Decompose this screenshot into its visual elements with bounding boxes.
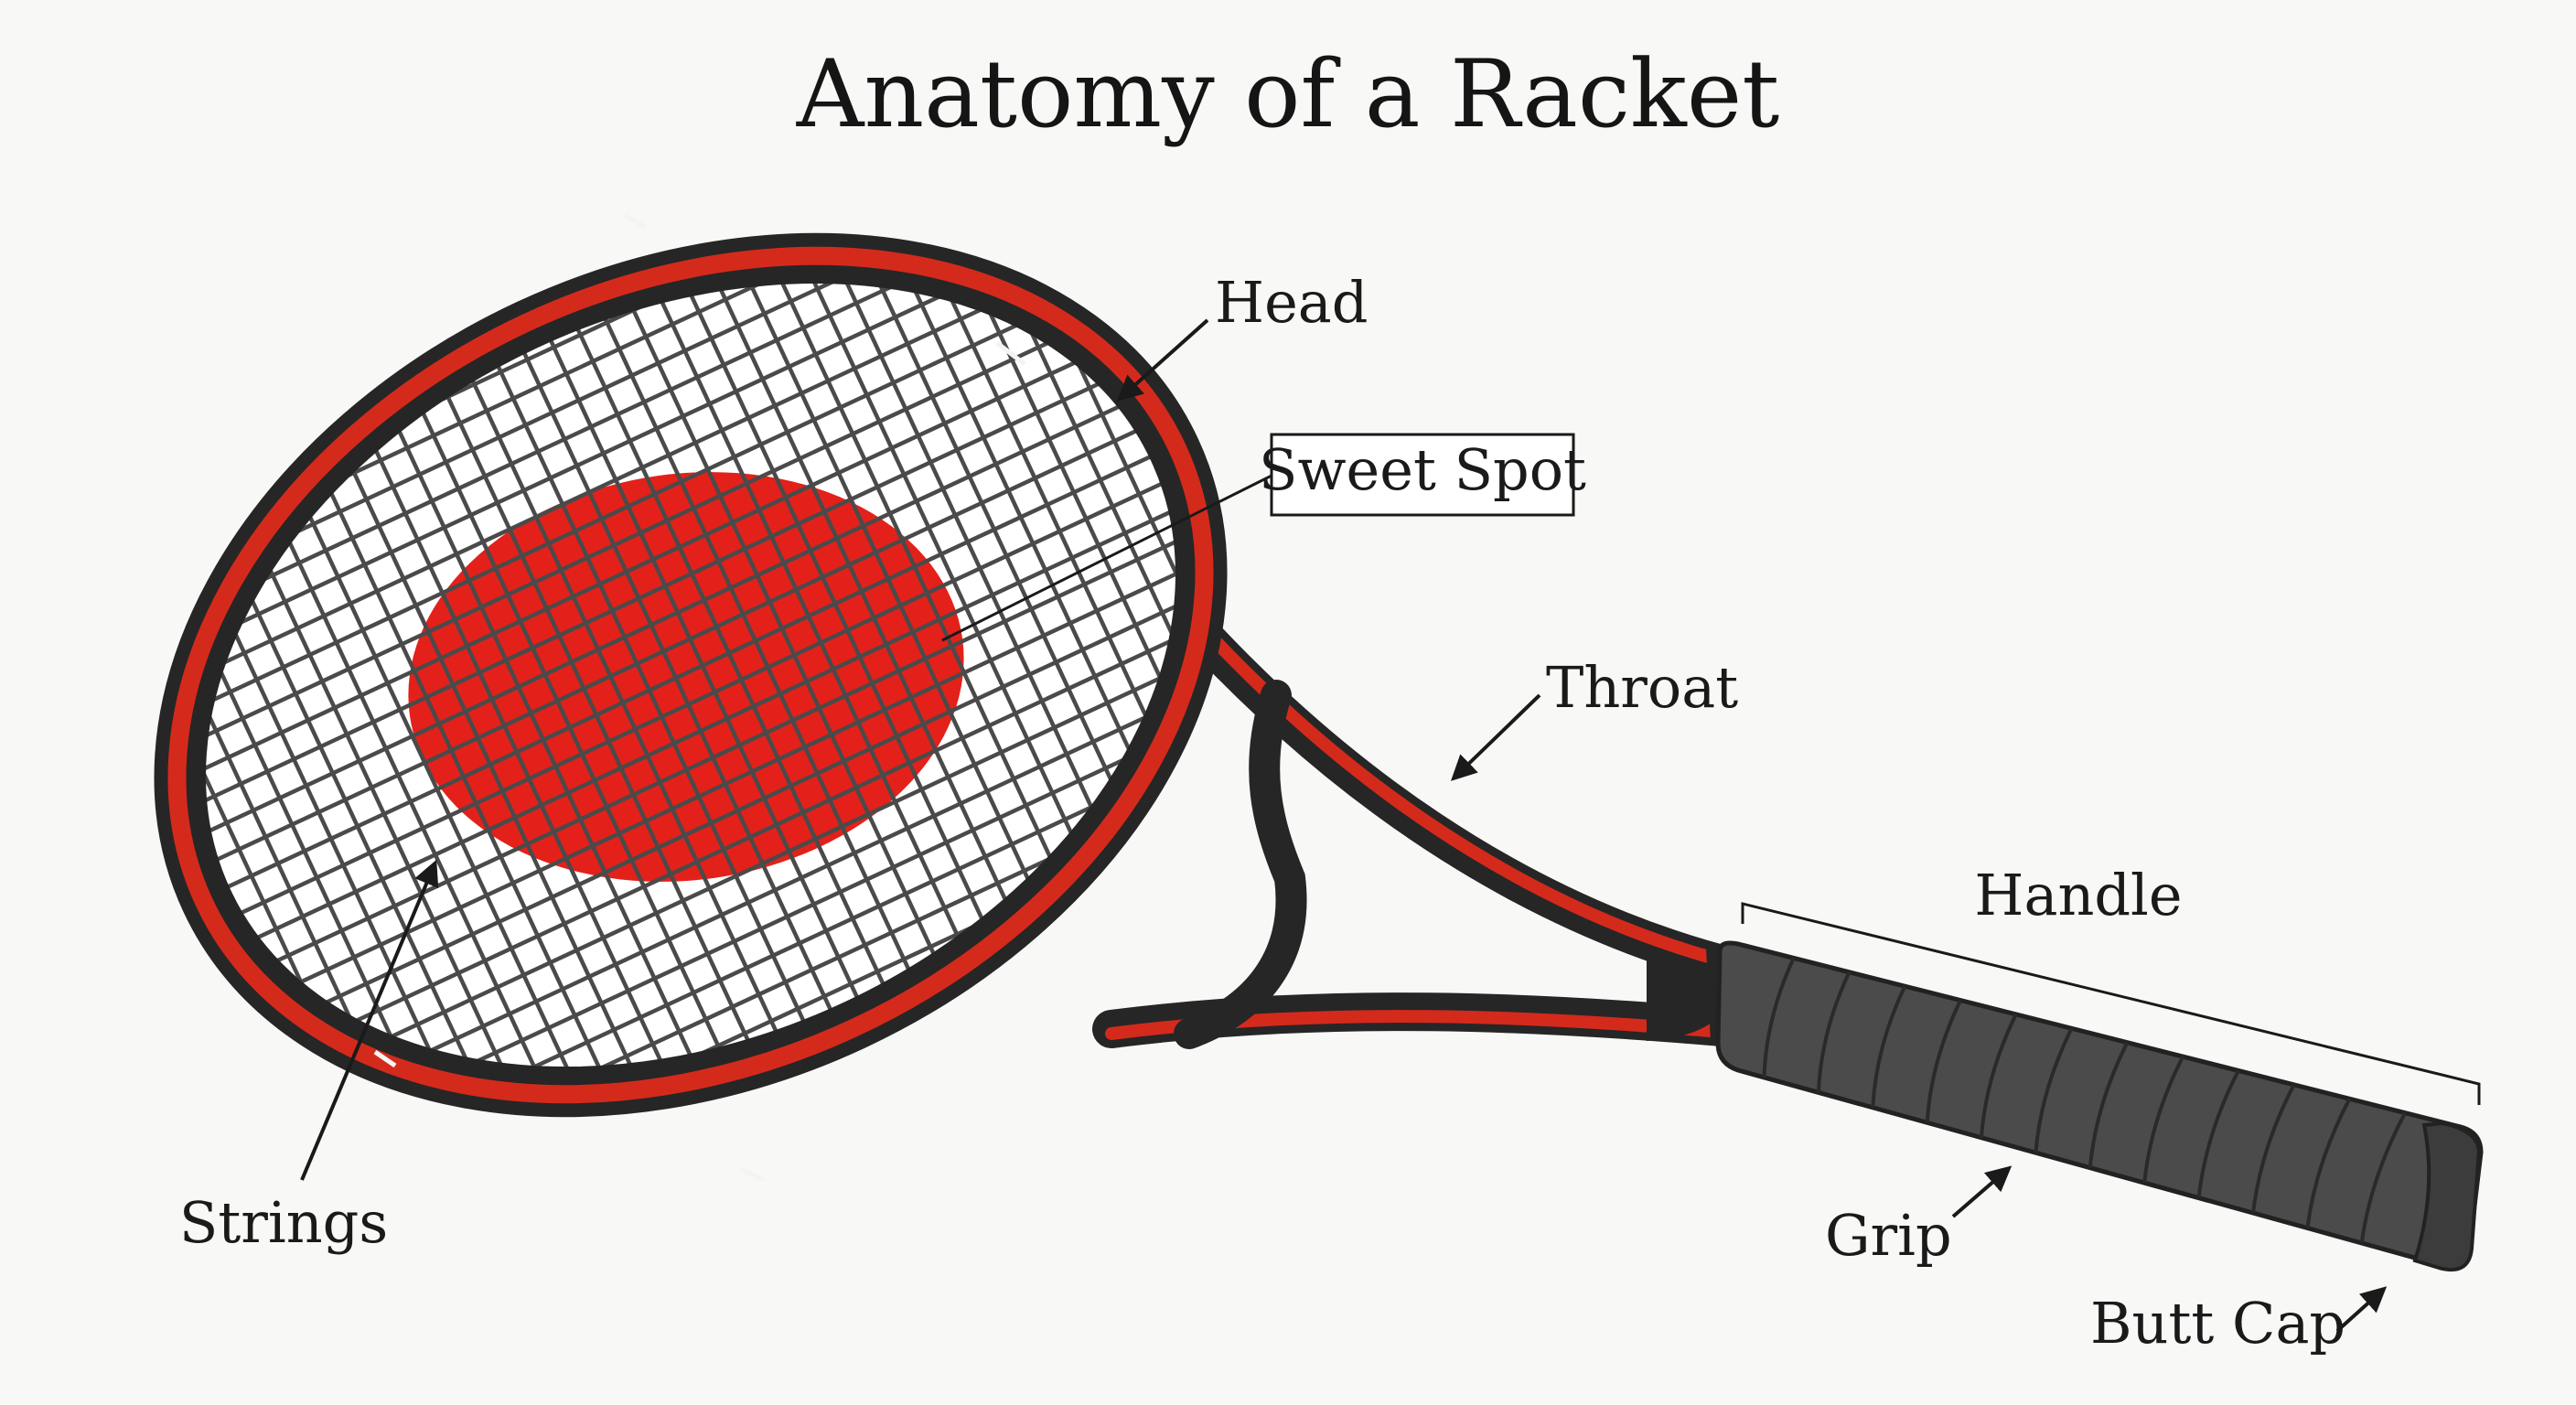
cross-string — [87, 244, 1118, 728]
grip-wrap-band — [2305, 1098, 2352, 1228]
cross-string — [211, 509, 1241, 993]
label-grip: Grip — [1825, 1165, 2012, 1269]
label-butt-cap: Butt Cap — [2090, 1286, 2388, 1357]
cross-string — [199, 483, 1229, 967]
grip-wrap-band — [1816, 971, 1852, 1093]
throat-label: Throat — [1546, 654, 1738, 721]
page-title: Anatomy of a Racket — [796, 40, 1779, 149]
grip-wrap-band — [2251, 1083, 2296, 1214]
main-string — [604, 249, 963, 1014]
main-string — [498, 298, 857, 1064]
racket-throat — [1092, 621, 1762, 1049]
label-sweet-spot: Sweet Spot — [941, 433, 1586, 642]
main-string — [471, 311, 831, 1077]
grip-wrap-band — [1762, 957, 1796, 1078]
main-string — [630, 237, 990, 1002]
grip-wrap-band — [2088, 1041, 2130, 1168]
head-label: Head — [1215, 269, 1368, 336]
main-string — [710, 199, 1069, 965]
cross-string — [223, 536, 1254, 1020]
cross-string — [136, 350, 1167, 834]
main-string — [657, 224, 1016, 990]
handle-label: Handle — [1974, 862, 2182, 928]
label-head: Head — [1116, 269, 1368, 402]
cross-string — [75, 218, 1105, 702]
butt-cap-shape — [2412, 1121, 2482, 1272]
grip-wrap-band — [2359, 1111, 2407, 1244]
main-string — [524, 286, 884, 1052]
main-string — [577, 262, 937, 1027]
cross-string — [124, 324, 1155, 808]
cross-string — [161, 403, 1192, 887]
sweet-spot-label: Sweet Spot — [1259, 436, 1586, 503]
butt-cap-label: Butt Cap — [2090, 1290, 2345, 1357]
main-string — [232, 423, 592, 1187]
grip-wrap-band — [1980, 1014, 2018, 1138]
grip-wrap-band — [2034, 1027, 2074, 1153]
main-string — [312, 385, 671, 1151]
cross-string — [248, 589, 1279, 1073]
grip-wrap-band — [1871, 985, 1907, 1108]
main-string — [445, 323, 804, 1089]
strings-label: Strings — [179, 1189, 388, 1256]
main-string — [763, 175, 1122, 940]
main-string — [365, 360, 724, 1126]
cross-string — [149, 377, 1180, 861]
grip-wrap-band — [1925, 999, 1962, 1123]
main-string — [392, 349, 751, 1113]
label-strings: Strings — [179, 859, 439, 1256]
racket-head — [42, 98, 1339, 1252]
label-throat: Throat — [1450, 654, 1738, 781]
grip-wrap-bands — [1762, 957, 2407, 1244]
racket-frame-red — [167, 246, 1214, 1104]
main-string — [683, 212, 1043, 977]
cross-string — [100, 271, 1131, 755]
sweet-spot-label-box — [1270, 433, 1575, 517]
grip-label: Grip — [1825, 1202, 1952, 1269]
cross-string — [112, 297, 1143, 781]
main-string — [736, 188, 1096, 952]
grip-wrap-band — [2142, 1056, 2184, 1184]
cross-string — [186, 456, 1217, 940]
handle-bracket — [1741, 902, 2481, 1105]
frame-accent-marks — [373, 212, 1026, 1183]
main-string — [551, 273, 910, 1039]
main-string — [338, 373, 698, 1138]
cross-string — [236, 563, 1266, 1046]
cross-string — [261, 616, 1291, 1099]
main-string — [285, 398, 645, 1163]
cross-string — [273, 642, 1304, 1126]
grip-wrap-band — [2196, 1069, 2240, 1198]
main-string — [259, 410, 618, 1175]
main-string — [418, 336, 778, 1101]
label-handle: Handle — [1741, 862, 2481, 1105]
main-string — [789, 163, 1149, 928]
racket-handle — [1706, 940, 2484, 1272]
cross-string — [174, 430, 1205, 914]
